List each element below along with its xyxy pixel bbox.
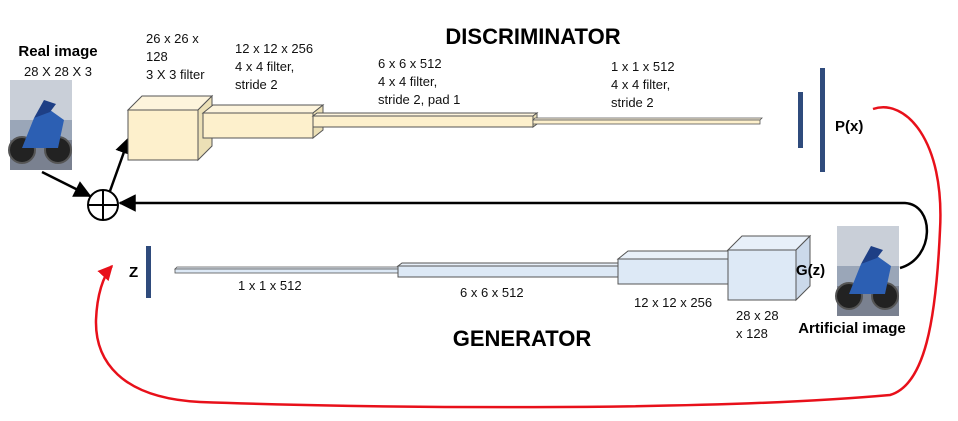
artificial-image-title: Artificial image <box>798 320 906 337</box>
generator-layer-2-block <box>396 262 624 278</box>
discriminator-output-label: P(x) <box>835 118 863 135</box>
generator-layer-4-label: x 128 <box>736 326 768 341</box>
discriminator-output-bar-short <box>798 92 803 148</box>
generator-layer-4-label: 28 x 28 <box>736 308 779 323</box>
discriminator-layer-2-label: stride 2 <box>235 77 278 92</box>
generator-layer-1-label: 1 x 1 x 512 <box>238 278 302 293</box>
artificial-image-thumbnail <box>835 226 899 316</box>
real-to-sum-arrow <box>41 170 92 198</box>
generator-output-label: G(z) <box>796 262 825 279</box>
sum-junction <box>87 189 119 221</box>
generator-layer-2-label: 6 x 6 x 512 <box>460 285 524 300</box>
generator-input-label: Z <box>129 264 138 281</box>
discriminator-layer-1-label: 128 <box>146 49 168 64</box>
discriminator-layer-1-label: 26 x 26 x <box>146 31 199 46</box>
discriminator-layer-2-block <box>201 103 325 140</box>
discriminator-layer-4-block <box>532 117 763 125</box>
svg-text:12 x 12 x 256 4 x 4 filter: 12 x 12 x 256 4 x 4 filter, stride 2 <box>235 41 317 92</box>
generator-layer-1-block <box>174 266 403 274</box>
feedback-arrow <box>94 106 942 409</box>
discriminator-layer-4-label: stride 2 <box>611 95 654 110</box>
generator-layer-4-block <box>726 234 812 302</box>
discriminator-layer-4-label: 1 x 1 x 512 <box>611 59 675 74</box>
discriminator-layer-2-label: 12 x 12 x 256 <box>235 41 313 56</box>
artificial-to-sum-arrow <box>118 194 929 270</box>
discriminator-layer-2-label: 4 x 4 filter, <box>235 59 294 74</box>
svg-text:1 x 1 x 512 4 x 4 filter,: 1 x 1 x 512 4 x 4 filter, stride 2 <box>611 59 678 110</box>
real-image-title: Real image <box>18 43 97 60</box>
svg-text:6 x 6 x 512 4 x 4 filter,: 6 x 6 x 512 4 x 4 filter, stride 2, pad … <box>378 56 460 107</box>
generator-layer-3-block <box>616 249 740 286</box>
discriminator-layer-1-label: 3 X 3 filter <box>146 67 205 82</box>
discriminator-layer-3-label: stride 2, pad 1 <box>378 92 460 107</box>
real-image-size: 28 X 28 X 3 <box>24 64 92 79</box>
discriminator-layer-3-label: 6 x 6 x 512 <box>378 56 442 71</box>
discriminator-layer-1-block <box>126 94 214 162</box>
discriminator-layer-3-label: 4 x 4 filter, <box>378 74 437 89</box>
discriminator-layer-4-label: 4 x 4 filter, <box>611 77 670 92</box>
discriminator-output-bar-long <box>820 68 825 172</box>
svg-text:28 x 28 x 128: 28 x 28 x 128 <box>736 308 782 341</box>
discriminator-layer-3-block <box>311 112 539 128</box>
svg-text:26 x 26 x 128 3 X 3 fi: 26 x 26 x 128 3 X 3 filter <box>146 31 205 82</box>
sum-to-discriminator-arrow <box>108 136 132 192</box>
generator-input-bar <box>146 246 151 298</box>
generator-title: GENERATOR <box>453 326 592 351</box>
generator-layer-3-label: 12 x 12 x 256 <box>634 295 712 310</box>
real-image-thumbnail <box>8 80 72 170</box>
discriminator-title: DISCRIMINATOR <box>445 24 620 49</box>
